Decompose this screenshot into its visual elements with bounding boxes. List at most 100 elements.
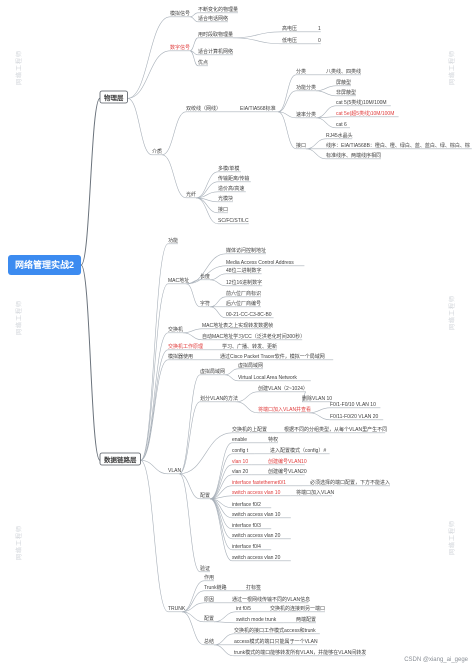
- node-dl-vlan-reason-a: 根据不同的分组类型，从每个VLAN里产生不同: [284, 426, 387, 433]
- mindmap-connector: [190, 13, 198, 17]
- node-dl-trunk-c1: 通过一根网线传输不同的VLAN信息: [232, 596, 310, 603]
- node-dl-mac: MAC地址: [168, 277, 189, 284]
- node-phys-fiber-d: 光模块: [218, 195, 233, 202]
- node-dl-mac-len: 长度: [200, 273, 210, 280]
- mindmap-connector: [210, 499, 232, 518]
- node-phys-std: EIA/TIA568标准: [240, 105, 276, 112]
- node-phys-digital-c1b-v: 0: [318, 38, 321, 44]
- node-phys-func-b: 非屏蔽型: [336, 89, 356, 96]
- footer-credit: CSDN @xiang_ai_gege: [404, 657, 468, 663]
- node-dl-trunk-b: Trunk链路: [204, 584, 227, 591]
- node-dl-vlan-range-a: 创建VLAN（2~1024）: [258, 385, 308, 392]
- watermark-text: 网络工程师: [447, 295, 456, 330]
- node-dl-vlan-def: 虚拟局域网: [200, 368, 225, 375]
- mindmap-connector: [81, 98, 100, 265]
- mindmap-connector: [316, 106, 336, 118]
- node-dl-verify: 验证: [200, 565, 210, 572]
- node-dl-cfg-12: switch access vlan 20: [232, 555, 281, 561]
- node-phys-fiber-f: SC/FC/ST/LC: [218, 218, 249, 224]
- node-dl-switch-a: MAC地址表之上实现转发数据帧: [202, 322, 273, 329]
- node-dl-switch-c1: 学习、广播、转发、更新: [222, 343, 277, 350]
- mindmap-connector: [190, 17, 198, 22]
- mindmap-connector: [225, 375, 238, 381]
- node-phys-speed-b: cat 5e(超5类线)10M/100M: [336, 110, 394, 117]
- node-dl-vlan-reason: 交换机的上配置: [232, 426, 267, 433]
- node-phys-fiber-a: 多模/单模: [218, 165, 239, 172]
- node-dl-cfg-5: interface fastethernet0/1: [232, 480, 286, 486]
- mindmap-connector: [316, 91, 336, 96]
- mindmap-connector: [225, 369, 238, 375]
- node-dl-trunk-c: 原因: [204, 597, 214, 603]
- node-dl-mac-len-a: 48位二进制数字: [226, 267, 262, 274]
- watermark-text: 网络工程师: [14, 300, 23, 335]
- node-dl-trunk-e: 总结: [204, 638, 214, 645]
- node-phys-fiber-c: 造价高/高速: [218, 185, 244, 192]
- node-dl-mac-fmt-b: 后六位厂商编号: [226, 300, 261, 307]
- mindmap-connector: [278, 75, 296, 112]
- node-phys-iface-c: 标准线序、两端线序相同: [326, 152, 381, 159]
- node-dl-label: 数据链路层: [104, 455, 137, 464]
- node-dl-tracer: 模拟器使用: [168, 353, 193, 360]
- mindmap-connector: [128, 17, 171, 99]
- mindmap-connector: [233, 32, 282, 38]
- node-phys-digital-c1a: 高电压: [282, 25, 297, 32]
- node-phys-digital-c2: 适合计算机网络: [198, 48, 233, 55]
- node-dl-trunk-e2: access模式的端口只能属于一个VLAN: [234, 638, 318, 645]
- mindmap-connector: [186, 284, 200, 307]
- node-phys-label: 物理层: [104, 93, 124, 102]
- mindmap-connector: [214, 622, 236, 623]
- node-dl-switch-b: 自动MAC地址学习/CC（泛洪老化时间300秒）: [202, 333, 305, 340]
- mindmap-connector: [183, 329, 202, 333]
- mindmap-connector: [141, 244, 169, 460]
- node-dl-mac-a: 媒体访问控制地址: [226, 247, 266, 254]
- node-dl-cfg-8: switch access vlan 10: [232, 512, 281, 518]
- node-phys-fiber-b: 传输距离/传输: [218, 175, 249, 182]
- node-dl-cfg-3n: 创建编号VLAN10: [268, 458, 307, 465]
- node-phys-iface-b: 线序：EIA/TIA568B：橙白、橙、绿白、蓝、蓝白、绿、棕白、棕: [326, 142, 470, 149]
- node-phys-signal: 模拟信号: [170, 10, 190, 17]
- node-dl-cfg-11: interface f0/4: [232, 544, 261, 550]
- mindmap-connector: [183, 333, 202, 340]
- node-dl-cfg-10: switch access vlan 20: [232, 533, 281, 539]
- mindmap-connector: [210, 274, 226, 280]
- node-dl-vlan-range-c2: F0/11-F0/20 VLAN 20: [330, 414, 378, 420]
- node-phys-fiber-e: 接口: [218, 206, 228, 213]
- node-phys-cls-a: 八类线、四类线: [326, 68, 361, 75]
- node-phys-func: 功能分类: [296, 84, 316, 91]
- mindmap-connector: [316, 118, 336, 128]
- mindmap-connector: [190, 38, 198, 51]
- mindmap-connector: [179, 474, 200, 572]
- mindmap-connector: [214, 612, 236, 622]
- node-phys-speed-a: cat 5(5类线)10M/100M: [336, 99, 387, 106]
- mindmap-connector: [81, 265, 100, 460]
- mindmap-connector: [179, 375, 200, 474]
- node-dl-vlan-def-b: Virtual Local Area Network: [238, 375, 297, 381]
- mindmap-connector: [162, 112, 186, 155]
- node-dl-trunk-d2n: 两端配置: [296, 616, 316, 623]
- node-phys-speed: 速率分类: [296, 111, 316, 118]
- mindmap-connector: [309, 408, 330, 413]
- node-phys-digital-c1a-v: 1: [318, 26, 321, 32]
- node-dl-cfg-2: config t: [232, 448, 249, 454]
- mindmap-connector: [179, 402, 200, 474]
- node-dl-cfg-9: interface f0/3: [232, 523, 261, 529]
- node-dl-mac-fmt-a: 前六位厂商标识: [226, 290, 261, 297]
- mindmap-connector: [141, 284, 169, 461]
- mindmap-connector: [128, 98, 153, 155]
- mindmap-connector: [141, 460, 169, 612]
- node-dl-vlan-range-c: 将端口加入VLAN并查看: [258, 406, 311, 413]
- node-dl-vlan-range: 划分VLAN的方法: [200, 395, 238, 402]
- node-dl-cfg-6n: 将端口加入VLAN: [296, 489, 334, 496]
- node-dl-cfg-5n: 必须选择的端口配置，下方不能进入: [310, 479, 390, 486]
- mindmap-connector: [141, 350, 169, 461]
- node-dl-cfg-6: switch access vlan 10: [232, 490, 281, 496]
- node-dl-cfg-2n: 进入配置模式（config）#: [270, 447, 326, 454]
- node-dl-mac-fmt-c: 00-21-CC-C3-8C-B0: [226, 312, 272, 318]
- mindmap-connector: [236, 392, 258, 402]
- node-phys-func-a: 屏蔽型: [336, 79, 351, 86]
- node-dl-switch: 交换机: [168, 326, 183, 333]
- node-phys-digital-c1b: 低电压: [282, 37, 297, 44]
- node-phys-cls: 分类: [296, 68, 306, 75]
